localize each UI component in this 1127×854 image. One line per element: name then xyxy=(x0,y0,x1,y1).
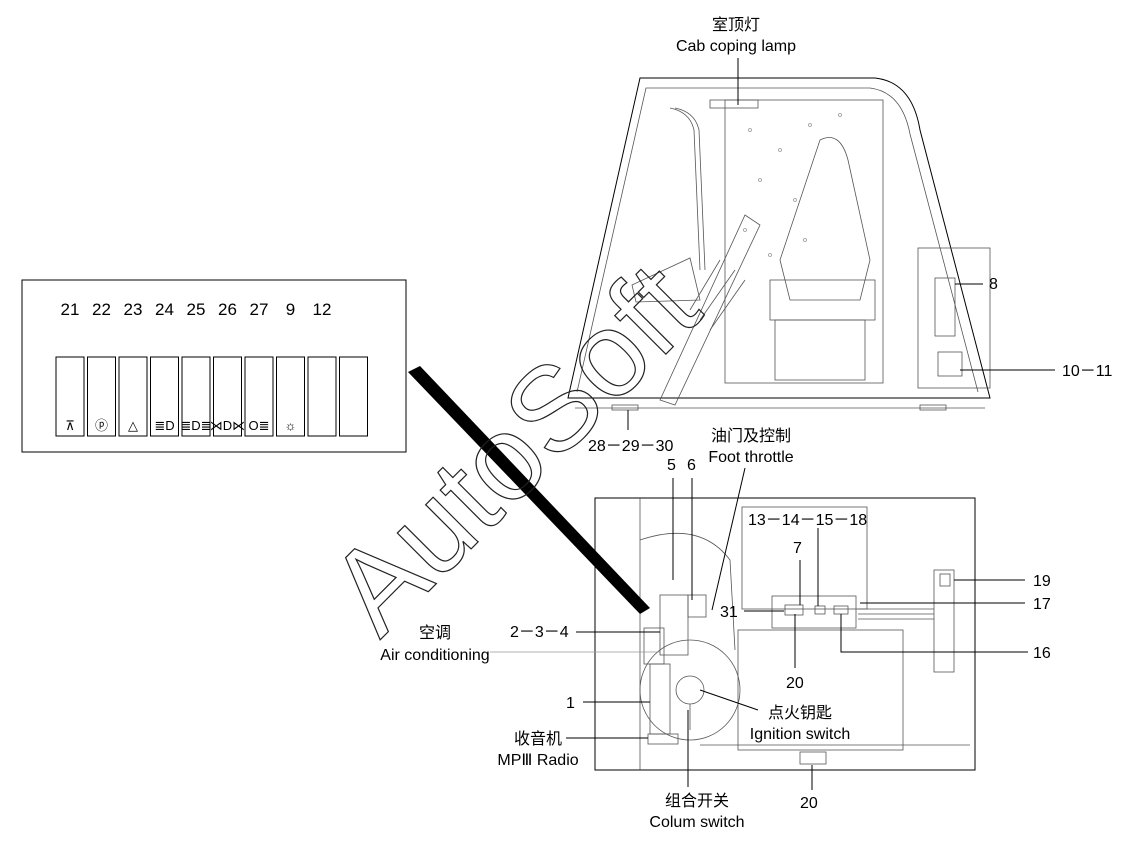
switch-number: 23 xyxy=(124,300,143,319)
switch-slot xyxy=(55,356,85,437)
switch-number: 25 xyxy=(187,300,206,319)
cab-lamp-en: Cab coping lamp xyxy=(676,38,796,55)
switch-number: 21 xyxy=(61,300,80,319)
callout-2-4: 2－3－4 xyxy=(510,624,569,641)
radio-cn: 收音机 xyxy=(514,730,562,748)
throttle-en: Foot throttle xyxy=(708,449,793,466)
switch-slot xyxy=(339,356,368,437)
switch-number: 26 xyxy=(218,300,237,319)
switch-number: 22 xyxy=(92,300,111,319)
work-light-icon: ⋊D⋉ xyxy=(210,418,245,433)
ignition-cn: 点火钥匙 xyxy=(768,704,832,722)
aircon-en: Air conditioning xyxy=(380,647,489,664)
rear-fog-icon: O≣ xyxy=(248,418,269,433)
callout-17: 17 xyxy=(1033,596,1051,613)
parking-brake-icon: ⓟ xyxy=(95,418,108,433)
callout-31: 31 xyxy=(720,604,738,621)
switch-slot xyxy=(87,356,116,437)
callout-6: 6 xyxy=(687,457,696,474)
switch-slot xyxy=(244,356,274,437)
callout-16: 16 xyxy=(1033,645,1051,662)
throttle-cn: 油门及控制 xyxy=(711,427,791,445)
switch-slot xyxy=(213,356,242,437)
callout-1: 1 xyxy=(566,695,575,712)
callout-13-18: 13－14－15－18 xyxy=(748,512,867,529)
beacon-icon: ☼ xyxy=(285,418,297,433)
labels: 室顶灯 Cab coping lamp 油门及控制 Foot throttle … xyxy=(380,16,850,831)
switch-number: 9 xyxy=(286,300,295,319)
switch-panel: 21 ⊼ 22 ⓟ 23 △ 24 ≣D 25 ≣D≣ 26 ⋊D⋉ 27O≣ 9 ☼ 12 xyxy=(21,279,407,453)
radio-en: MPⅢ Radio xyxy=(497,752,578,769)
switch-slot xyxy=(307,356,337,437)
column-en: Colum switch xyxy=(649,814,744,831)
headlight-icon: ≣D xyxy=(154,418,174,433)
callout-numbers: 8 10－11 28－29－30 5 6 13－14－15－18 7 19 31… xyxy=(510,276,1113,812)
ignition-en: Ignition switch xyxy=(750,726,851,743)
switch-slot xyxy=(276,356,305,437)
cab-side-view xyxy=(567,77,991,411)
callout-28-30: 28－29－30 xyxy=(588,438,673,455)
switch-number: 12 xyxy=(313,300,332,319)
leader-lines xyxy=(490,58,1055,790)
callout-7: 7 xyxy=(793,540,802,557)
switch-slot xyxy=(118,356,148,437)
switch-slot xyxy=(181,356,211,437)
fog-light-icon: ≣D≣ xyxy=(180,418,211,433)
switch-slot xyxy=(150,356,179,437)
cab-lamp-cn: 室顶灯 xyxy=(712,16,760,34)
callout-8: 8 xyxy=(989,276,998,293)
callout-10-11: 10－11 xyxy=(1062,363,1113,380)
callout-5: 5 xyxy=(667,457,676,474)
callout-19: 19 xyxy=(1033,573,1051,590)
panel-pointer xyxy=(408,366,650,614)
hazard-icon: △ xyxy=(128,418,138,433)
callout-20-lower: 20 xyxy=(800,795,818,812)
callout-20-upper: 20 xyxy=(786,675,804,692)
wiper-icon: ⊼ xyxy=(65,418,75,433)
column-cn: 组合开关 xyxy=(665,792,729,810)
cab-top-view xyxy=(594,497,976,771)
aircon-cn: 空调 xyxy=(419,624,451,642)
switch-number: 27 xyxy=(250,300,269,319)
switch-number: 24 xyxy=(155,300,174,319)
